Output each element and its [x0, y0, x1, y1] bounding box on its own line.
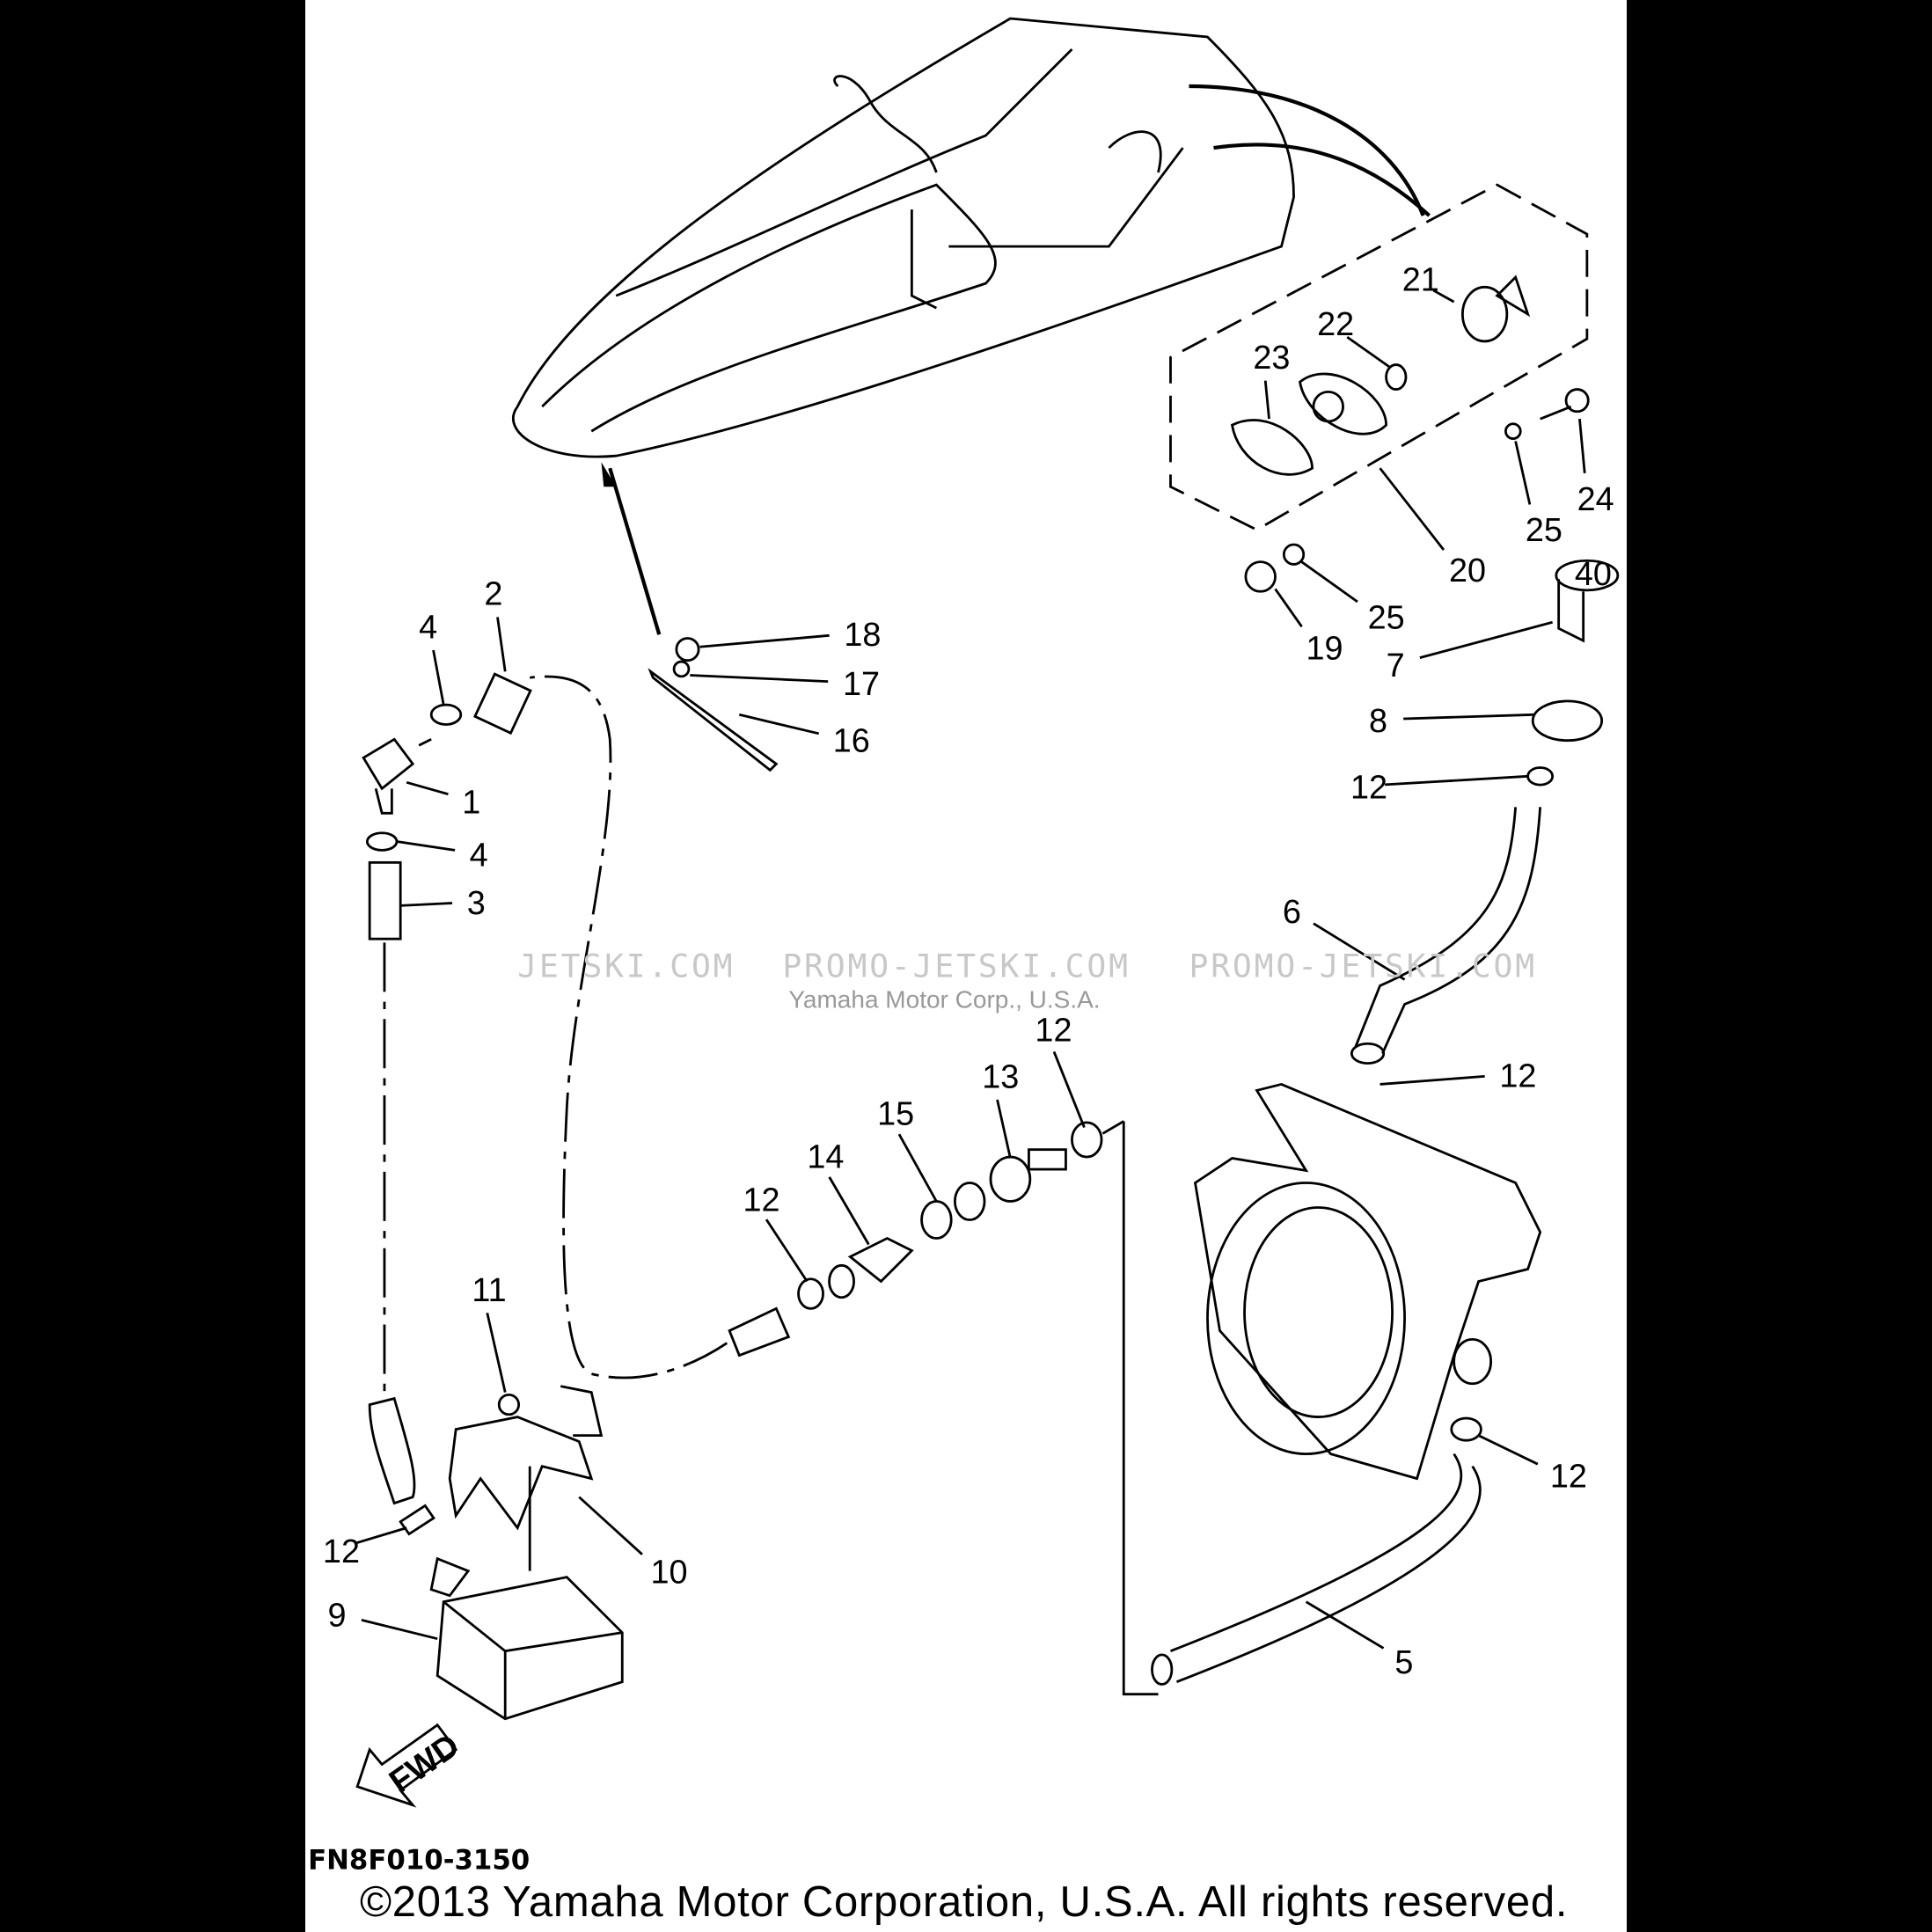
leader-line: [496, 617, 507, 672]
leader-line: [1514, 441, 1532, 505]
leader-line: [361, 1619, 438, 1641]
leader-line: [400, 902, 453, 907]
watermark-left: JETSKI.COM: [517, 948, 735, 985]
leader-line: [1432, 289, 1455, 304]
left-hose-assembly: [362, 637, 779, 1721]
leader-line: [699, 633, 830, 648]
diagram-sheet: [305, 0, 1627, 1932]
callout-25: 25: [1526, 512, 1562, 549]
callout-7: 7: [1387, 648, 1405, 684]
fwd-label: FWD: [383, 1727, 466, 1801]
callout-21: 21: [1402, 262, 1439, 299]
callout-20: 20: [1449, 553, 1486, 589]
callout-16: 16: [833, 722, 870, 759]
leader-line: [1346, 335, 1391, 369]
callout-19: 19: [1306, 630, 1343, 667]
leader-line: [897, 1133, 938, 1203]
callout-11: 11: [472, 1272, 506, 1309]
leader-line: [406, 780, 449, 796]
leader-line: [1379, 467, 1445, 551]
leader-line: [396, 840, 456, 852]
jet-pump-housing: [1122, 1082, 1542, 1696]
callout-14: 14: [807, 1139, 844, 1176]
leader-line: [690, 674, 829, 684]
leader-line: [1299, 560, 1358, 604]
callout-24: 24: [1577, 481, 1614, 518]
callout-4: 4: [419, 609, 437, 646]
leader-line: [828, 1176, 870, 1246]
callout-12: 12: [1499, 1057, 1536, 1094]
leader-line: [1305, 1600, 1385, 1650]
leader-line: [1478, 1434, 1539, 1466]
leader-line: [578, 1496, 643, 1555]
leader-line: [486, 1312, 507, 1393]
watercraft-hull: [512, 17, 1431, 635]
callout-12: 12: [743, 1182, 780, 1219]
leader-line: [1419, 620, 1554, 659]
callout-6: 6: [1283, 894, 1301, 931]
callout-9: 9: [328, 1598, 347, 1635]
callout-12: 12: [1350, 770, 1387, 807]
callout-23: 23: [1253, 340, 1290, 377]
watermark: JETSKI.COM PROMO-JETSKI.COM PROMO-JETSKI…: [517, 948, 1537, 1014]
watermark-right: PROMO-JETSKI.COM: [1189, 948, 1537, 985]
drain-assembly-group: [1169, 183, 1589, 531]
drain-parts: [1230, 274, 1590, 593]
callout-4: 4: [470, 838, 488, 875]
leader-line: [1578, 419, 1586, 474]
fwd-arrow-icon: FWD: [355, 1723, 466, 1808]
callout-8: 8: [1369, 703, 1387, 740]
callout-12: 12: [1035, 1012, 1072, 1049]
callout-25: 25: [1368, 599, 1405, 636]
leader-line: [1052, 1050, 1086, 1128]
callout-18: 18: [844, 617, 881, 654]
callout-10: 10: [650, 1555, 687, 1592]
leader-line: [355, 1526, 407, 1545]
callout-5: 5: [1394, 1644, 1413, 1681]
watermark-center: Yamaha Motor Corp., U.S.A.: [788, 986, 1100, 1014]
leader-line: [1274, 588, 1303, 628]
callout-17: 17: [843, 666, 880, 703]
callout-13: 13: [982, 1059, 1019, 1096]
filler-assembly: 40: [1350, 556, 1620, 1065]
callout-3: 3: [467, 885, 486, 922]
leader-line: [996, 1099, 1012, 1159]
callout-12: 12: [1550, 1458, 1587, 1495]
watermark-right-2: PROMO-JETSKI.COM: [782, 948, 1131, 985]
leader-line: [432, 649, 445, 706]
cap-label: 40: [1575, 556, 1612, 593]
callout-1: 1: [462, 784, 480, 821]
leader-line: [1313, 922, 1406, 981]
leader-line: [1403, 713, 1534, 721]
leader-line: [1385, 774, 1528, 787]
callout-12: 12: [323, 1533, 360, 1570]
leader-line: [765, 1218, 809, 1283]
leader-line: [1263, 380, 1270, 420]
arrow-to-hull: [1189, 84, 1425, 216]
callout-15: 15: [877, 1096, 914, 1133]
copyright-text: ©2013 Yamaha Motor Corporation, U.S.A. A…: [360, 1878, 1568, 1926]
diagram-code: FN8F010-3150: [308, 1845, 530, 1877]
leader-line: [1379, 1074, 1485, 1086]
callout-2: 2: [484, 576, 502, 613]
leader-line: [738, 713, 820, 735]
